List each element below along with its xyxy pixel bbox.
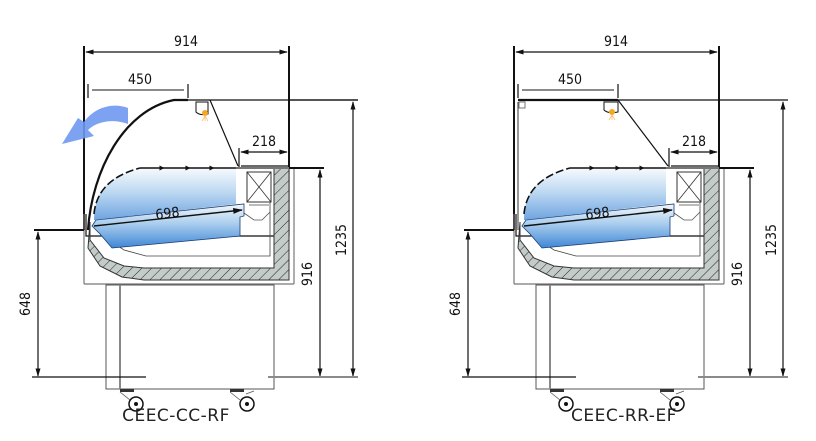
- model-ceec-rr-ef: 914 450 218 698 648 916 1235 CEEC-RR-EF: [448, 34, 788, 426]
- dim-canopy-label: 450: [128, 72, 152, 88]
- dim-depth-label: 914: [174, 34, 198, 50]
- dim-depth-label: 914: [604, 34, 628, 50]
- dim-overall-height-label: 1235: [334, 224, 350, 256]
- dim-front-height-label: 648: [448, 292, 464, 316]
- rear-sneeze-guard: [209, 99, 239, 167]
- dim-front-height-label: 648: [18, 292, 34, 316]
- dim-overall-height-label: 1235: [764, 224, 780, 256]
- rear-sneeze-guard: [617, 99, 669, 167]
- dim-rear-ledge-label: 218: [682, 134, 706, 150]
- model-name-label: CEEC-CC-RF: [122, 406, 230, 426]
- model-name-label: CEEC-RR-EF: [571, 406, 677, 426]
- curved-glass: [86, 98, 188, 231]
- model-ceec-cc-rf: 914 450 218 698 648 916: [18, 34, 358, 426]
- dim-rear-height-label: 916: [730, 262, 746, 286]
- dim-tray-label: 698: [585, 205, 611, 224]
- dim-canopy-label: 450: [558, 72, 582, 88]
- lamp-light-icon: [609, 109, 615, 115]
- dim-rear-ledge-label: 218: [252, 134, 276, 150]
- lamp-light-icon: [202, 110, 208, 116]
- door-opening-arrow-icon: [62, 105, 128, 144]
- dim-rear-height-label: 916: [300, 262, 316, 286]
- dim-tray-label: 698: [155, 205, 181, 224]
